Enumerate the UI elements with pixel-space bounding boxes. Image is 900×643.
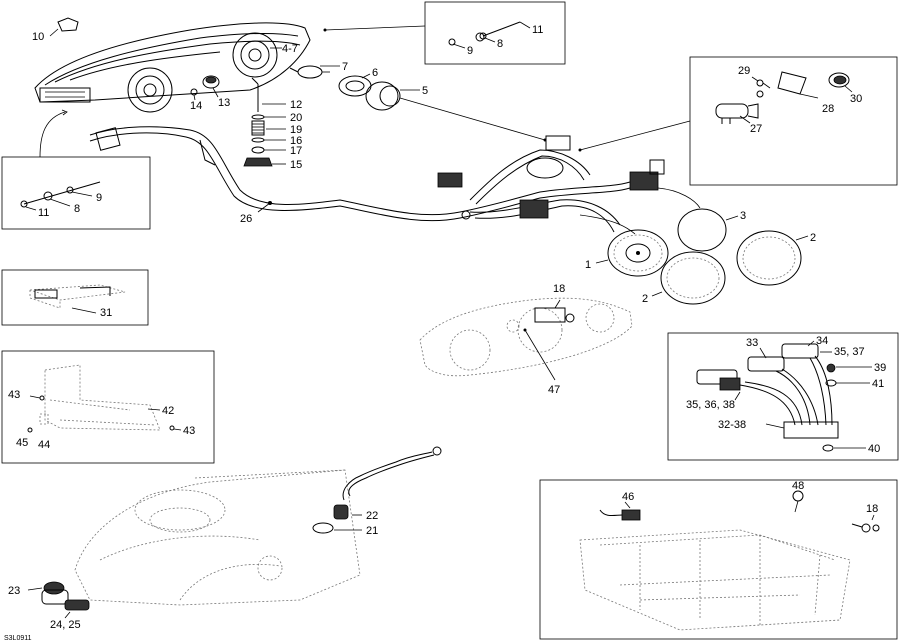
callout-44: 44 (38, 439, 50, 451)
part-20-washer (251, 114, 265, 120)
part-26-wiring-harness (89, 126, 665, 233)
part-46-light (599, 509, 641, 521)
diagram-id: S3L0911 (4, 635, 32, 642)
callout-1: 1 (585, 259, 591, 271)
part-39-screw (826, 363, 836, 373)
inset-socket-box (689, 56, 898, 186)
callout-29: 29 (738, 65, 750, 77)
inset-bolt-box (424, 1, 566, 65)
part-15-bracket (243, 157, 273, 167)
callout-33: 33 (746, 337, 758, 349)
part-22-safety-tether (333, 446, 442, 520)
callout-4-7: 4-7 (282, 43, 298, 55)
callout-11: 11 (532, 24, 543, 36)
callout-18: 18 (553, 283, 565, 295)
callout-40: 40 (868, 443, 880, 455)
part-3-lens (677, 208, 727, 252)
callout-19: 19 (290, 124, 302, 136)
part-19-spring (251, 120, 265, 136)
part-27-socket (715, 103, 759, 124)
part-21-switch (312, 522, 334, 534)
part-9-nut-left (66, 186, 74, 194)
part-1-gauge (607, 229, 669, 277)
rear-rack (579, 529, 851, 631)
callout-24-25: 24, 25 (50, 619, 81, 631)
part-7-bulb (289, 65, 330, 79)
part-2-bezel-lower (660, 251, 726, 305)
callout-22: 22 (366, 510, 378, 522)
callout-7: 7 (342, 61, 348, 73)
headlight-housing (34, 22, 311, 113)
part-11-screw (482, 21, 521, 37)
part-5-cap (365, 81, 401, 111)
callout-13: 13 (218, 97, 230, 109)
part-47-instrument-panel (419, 297, 633, 377)
callout-47: 47 (548, 384, 560, 396)
console-housing (74, 469, 361, 606)
callout-6: 6 (372, 67, 378, 79)
callout-41: 41 (872, 378, 884, 390)
callout-45: 45 (16, 437, 28, 449)
callout-28: 28 (822, 103, 834, 115)
part-31-bracket (29, 284, 126, 309)
part-9-nut (448, 38, 456, 46)
callout-20: 20 (290, 112, 302, 124)
part-16-washer (251, 137, 265, 143)
callout-39: 39 (874, 362, 886, 374)
callout-35-37: 35, 37 (834, 346, 865, 358)
inset-bracket-box (1, 269, 149, 326)
callout-16: 16 (290, 135, 302, 147)
callout-11-left: 11 (38, 207, 49, 219)
inset-rack-box (539, 479, 898, 640)
part-18-socket (851, 523, 880, 533)
part-12-adjuster-rod (251, 77, 259, 112)
part-24-25-connector (64, 599, 90, 611)
part-13-grommet (202, 75, 220, 89)
part-8-washer (475, 32, 485, 42)
part-32-38-relay-harness (696, 343, 839, 439)
callout-8-left: 8 (74, 203, 80, 215)
callout-30: 30 (850, 93, 862, 105)
callout-35-36-38: 35, 36, 38 (686, 399, 735, 411)
callout-5: 5 (422, 85, 428, 97)
callout-42: 42 (162, 405, 174, 417)
callout-18-rack: 18 (866, 503, 878, 515)
part-11-bolt-left (23, 181, 101, 205)
callout-2: 2 (810, 232, 816, 244)
part-8-washer-left (43, 191, 53, 201)
callout-32-38: 32-38 (718, 419, 746, 431)
callout-8: 8 (497, 38, 503, 50)
part-40-nut (822, 444, 834, 452)
callout-2-lower: 2 (642, 293, 648, 305)
part-2-bezel-right (736, 230, 802, 286)
callout-12: 12 (290, 99, 302, 111)
part-42-support (39, 364, 161, 431)
callout-9: 9 (467, 45, 473, 57)
callout-15: 15 (290, 159, 302, 171)
part-23-switch (41, 581, 69, 605)
callout-10: 10 (32, 31, 44, 43)
inset-support-box (1, 350, 215, 464)
callout-23: 23 (8, 585, 20, 597)
callout-3: 3 (740, 210, 746, 222)
part-10-gasket (57, 17, 79, 32)
callout-27: 27 (750, 123, 762, 135)
callout-31: 31 (100, 307, 112, 319)
callout-21: 21 (366, 525, 378, 537)
callout-46: 46 (622, 491, 634, 503)
callout-9-left: 9 (96, 192, 102, 204)
callout-43: 43 (8, 389, 20, 401)
part-30-lens (828, 72, 850, 88)
callout-48: 48 (792, 480, 804, 492)
part-17-nut (251, 146, 265, 154)
callout-43-right: 43 (183, 425, 195, 437)
inset-relay-box (667, 332, 899, 461)
callout-26: 26 (240, 213, 252, 225)
callout-17: 17 (290, 145, 302, 157)
callout-34: 34 (816, 335, 828, 347)
callout-14: 14 (190, 100, 202, 112)
